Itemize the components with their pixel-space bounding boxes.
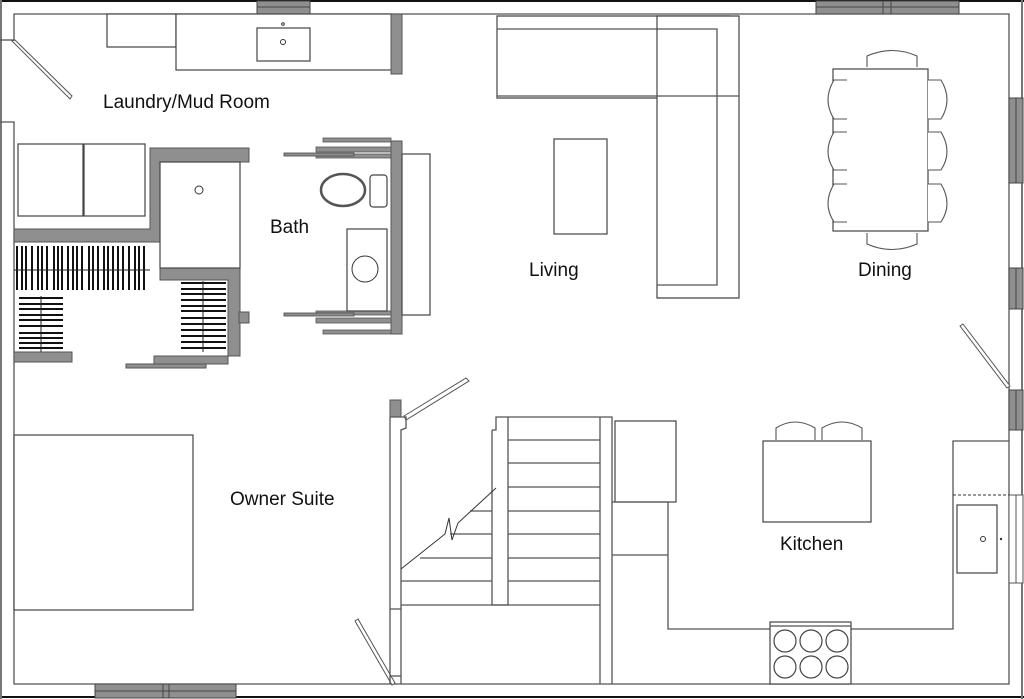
room-label-owner-suite: Owner Suite (230, 489, 335, 510)
staircase (389, 399, 613, 684)
range-stove (769, 621, 852, 685)
bath-walls (283, 137, 431, 335)
room-label-bath: Bath (270, 217, 310, 238)
doors (11, 39, 1011, 686)
room-label-kitchen: Kitchen (780, 534, 844, 555)
closet-walls (13, 147, 250, 369)
vanity-sink (346, 228, 388, 312)
coffee-table (553, 138, 608, 235)
sectional-sofa (496, 15, 740, 299)
kitchen-counter (851, 440, 1009, 630)
washer-dryer (17, 143, 146, 217)
room-label-living: Living (529, 260, 579, 281)
toilet-icon (319, 172, 388, 208)
room-label-laundry: Laundry/Mud Room (103, 92, 270, 113)
closet-hangers (14, 246, 226, 352)
room-label-dining: Dining (858, 260, 912, 281)
laundry-counter (106, 13, 403, 75)
kitchen-island (762, 421, 872, 523)
bed (13, 434, 194, 611)
windows (94, 0, 1024, 699)
fridge-pantry (612, 420, 770, 630)
dining-table (827, 49, 948, 251)
